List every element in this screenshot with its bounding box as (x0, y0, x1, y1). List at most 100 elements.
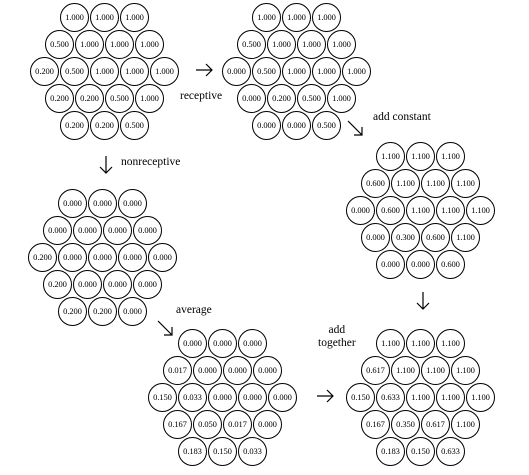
grid-cell: 1.100 (421, 169, 450, 198)
grid-cell: 0.350 (391, 410, 420, 439)
grid-cell: 1.000 (90, 57, 119, 86)
grid-cell: 0.150 (346, 383, 375, 412)
grid-cell: 1.000 (90, 3, 119, 32)
grid-cell: 0.500 (312, 111, 341, 140)
grid-cell: 0.300 (391, 223, 420, 252)
grid-cell: 0.000 (133, 270, 162, 299)
grid-cell: 0.500 (120, 111, 149, 140)
label-nonreceptive: nonreceptive (121, 156, 181, 168)
grid-cell: 1.000 (105, 30, 134, 59)
grid-cell: 1.100 (466, 383, 495, 412)
grid-cell: 1.000 (120, 57, 149, 86)
grid-cell: 1.000 (342, 57, 371, 86)
grid-cell: 0.050 (193, 410, 222, 439)
grid-cell: 0.200 (45, 84, 74, 113)
grid-cell: 0.000 (222, 57, 251, 86)
grid-cell: 0.183 (376, 437, 405, 466)
grid-cell: 1.100 (466, 196, 495, 225)
grid-cell: 0.000 (148, 243, 177, 272)
grid-cell: 0.000 (208, 329, 237, 358)
grid-cell: 1.100 (406, 329, 435, 358)
grid-cell: 0.200 (90, 111, 119, 140)
grid-cell: 0.000 (253, 356, 282, 385)
grid-cell: 1.000 (120, 3, 149, 32)
grid-cell: 1.100 (406, 142, 435, 171)
grid-cell: 0.600 (361, 169, 390, 198)
grid-cell: 0.000 (282, 111, 311, 140)
grid-cell: 1.000 (282, 57, 311, 86)
grid-cell: 1.000 (327, 30, 356, 59)
grid-cell: 1.000 (135, 84, 164, 113)
grid-cell: 1.100 (436, 329, 465, 358)
grid-cell: 0.000 (361, 223, 390, 252)
grid-cell: 0.000 (238, 383, 267, 412)
grid-cell: 1.000 (75, 30, 104, 59)
grid-cell: 0.500 (297, 84, 326, 113)
grid-cell: 0.000 (73, 216, 102, 245)
grid-cell: 0.000 (376, 250, 405, 279)
label-add-constant: add constant (373, 111, 431, 123)
grid-cell: 0.200 (88, 297, 117, 326)
arrow-average (154, 319, 178, 339)
grid-cell: 0.600 (436, 250, 465, 279)
grid-cell: 0.000 (118, 297, 147, 326)
grid-cell: 0.000 (133, 216, 162, 245)
grid-cell: 1.100 (421, 356, 450, 385)
grid-cell: 0.000 (73, 270, 102, 299)
grid-cell: 0.000 (237, 84, 266, 113)
grid-cell: 0.000 (88, 189, 117, 218)
arrow-add-together (314, 386, 338, 406)
grid-cell: 0.600 (376, 196, 405, 225)
label-average: average (176, 304, 212, 316)
grid-cell: 0.500 (45, 30, 74, 59)
grid-cell: 0.000 (346, 196, 375, 225)
grid-cell: 0.617 (421, 410, 450, 439)
grid-cell: 1.100 (451, 169, 480, 198)
grid-cell: 1.100 (451, 223, 480, 252)
grid-cell: 0.200 (60, 111, 89, 140)
grid-cell: 0.150 (208, 437, 237, 466)
grid-cell: 1.100 (391, 356, 420, 385)
grid-cell: 0.000 (238, 329, 267, 358)
grid-cell: 1.100 (451, 356, 480, 385)
grid-cell: 1.100 (391, 169, 420, 198)
grid-cell: 1.000 (282, 3, 311, 32)
grid-cell: 0.617 (361, 356, 390, 385)
grid-cell: 1.100 (436, 383, 465, 412)
grid-cell: 0.000 (253, 410, 282, 439)
grid-cell: 0.000 (252, 111, 281, 140)
grid-cell: 1.000 (312, 57, 341, 86)
grid-cell: 1.100 (376, 329, 405, 358)
grid-cell: 0.500 (105, 84, 134, 113)
arrow-to-add-together (411, 291, 435, 311)
grid-cell: 0.633 (376, 383, 405, 412)
grid-cell: 1.000 (135, 30, 164, 59)
grid-cell: 1.000 (252, 3, 281, 32)
grid-cell: 1.000 (297, 30, 326, 59)
grid-cell: 1.000 (327, 84, 356, 113)
grid-cell: 1.000 (312, 3, 341, 32)
grid-cell: 0.000 (103, 216, 132, 245)
grid-cell: 0.150 (406, 437, 435, 466)
arrow-nonreceptive (94, 155, 118, 175)
grid-cell: 1.000 (267, 30, 296, 59)
grid-cell: 0.000 (88, 243, 117, 272)
grid-cell: 0.000 (193, 356, 222, 385)
grid-cell: 0.200 (43, 270, 72, 299)
grid-cell: 0.200 (30, 57, 59, 86)
grid-cell: 0.017 (223, 410, 252, 439)
grid-cell: 0.000 (208, 383, 237, 412)
grid-cell: 0.200 (58, 297, 87, 326)
grid-cell: 0.500 (237, 30, 266, 59)
grid-cell: 1.100 (406, 383, 435, 412)
grid-cell: 0.017 (163, 356, 192, 385)
grid-cell: 0.000 (58, 189, 87, 218)
grid-cell: 0.000 (268, 383, 297, 412)
arrow-receptive (193, 60, 217, 80)
grid-cell: 0.500 (60, 57, 89, 86)
grid-cell: 0.200 (267, 84, 296, 113)
grid-cell: 0.000 (406, 250, 435, 279)
grid-cell: 0.033 (178, 383, 207, 412)
grid-cell: 0.633 (436, 437, 465, 466)
grid-cell: 1.100 (436, 196, 465, 225)
